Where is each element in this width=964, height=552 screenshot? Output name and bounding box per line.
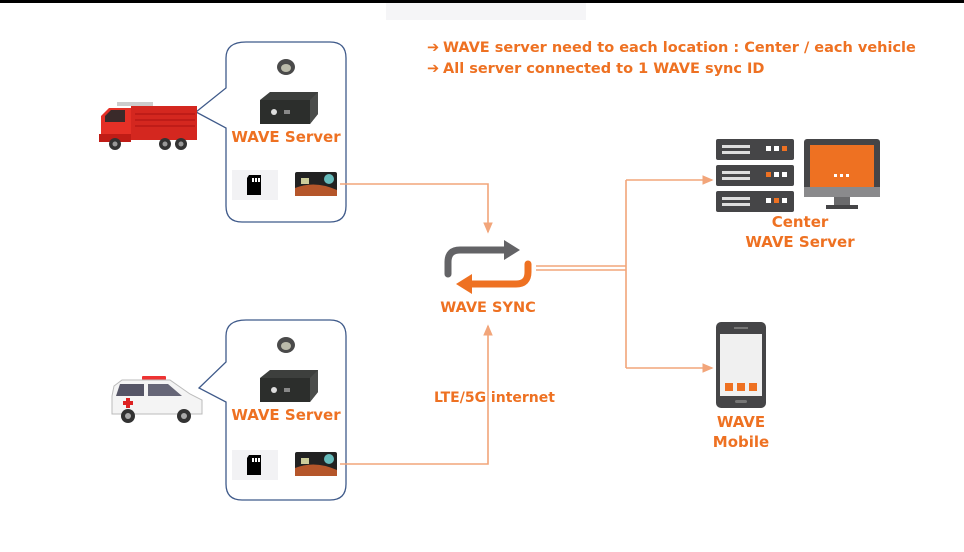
notes: ➔WAVE server need to each location : Cen…	[427, 38, 916, 80]
arrow-right-icon: ➔	[427, 40, 440, 56]
monitor-icon	[804, 139, 880, 209]
dome-camera-icon	[277, 59, 295, 75]
dvr-box-icon	[260, 92, 318, 124]
sd-card-icon	[232, 170, 278, 200]
note-text: All server connected to 1 WAVE sync ID	[443, 61, 765, 77]
server-rack-icon	[716, 139, 794, 212]
wire-truck-to-sync	[340, 183, 493, 234]
sd-card-icon	[232, 450, 278, 480]
center-label: Center WAVE Server	[720, 212, 880, 252]
vehicle-1-server-label: WAVE Server	[231, 128, 341, 146]
arrow-right-icon: ➔	[427, 61, 440, 77]
network-label: LTE/5G internet	[434, 390, 555, 406]
mobile-label: WAVE Mobile	[700, 412, 782, 452]
fire-truck-icon	[99, 102, 197, 150]
top-border	[0, 0, 964, 3]
note-text: WAVE server need to each location : Cent…	[443, 40, 916, 56]
center-label-line2: WAVE Server	[745, 233, 855, 251]
mobile-label-line2: Mobile	[712, 433, 770, 451]
note-2: ➔All server connected to 1 WAVE sync ID	[427, 59, 916, 80]
lte-card-icon	[295, 452, 337, 476]
lte-card-icon	[295, 172, 337, 196]
wire-ambulance-to-sync	[340, 324, 493, 465]
top-title-strip	[386, 3, 586, 20]
sync-icon	[444, 240, 532, 294]
note-1: ➔WAVE server need to each location : Cen…	[427, 38, 916, 59]
center-label-line1: Center	[771, 213, 829, 231]
mobile-phone-icon	[716, 322, 766, 408]
mobile-label-line1: WAVE	[716, 413, 766, 431]
sync-label: WAVE SYNC	[440, 300, 536, 316]
dvr-box-icon	[260, 370, 318, 402]
dome-camera-icon	[277, 337, 295, 353]
vehicle-2-server-label: WAVE Server	[231, 406, 341, 424]
ambulance-icon	[111, 376, 203, 423]
